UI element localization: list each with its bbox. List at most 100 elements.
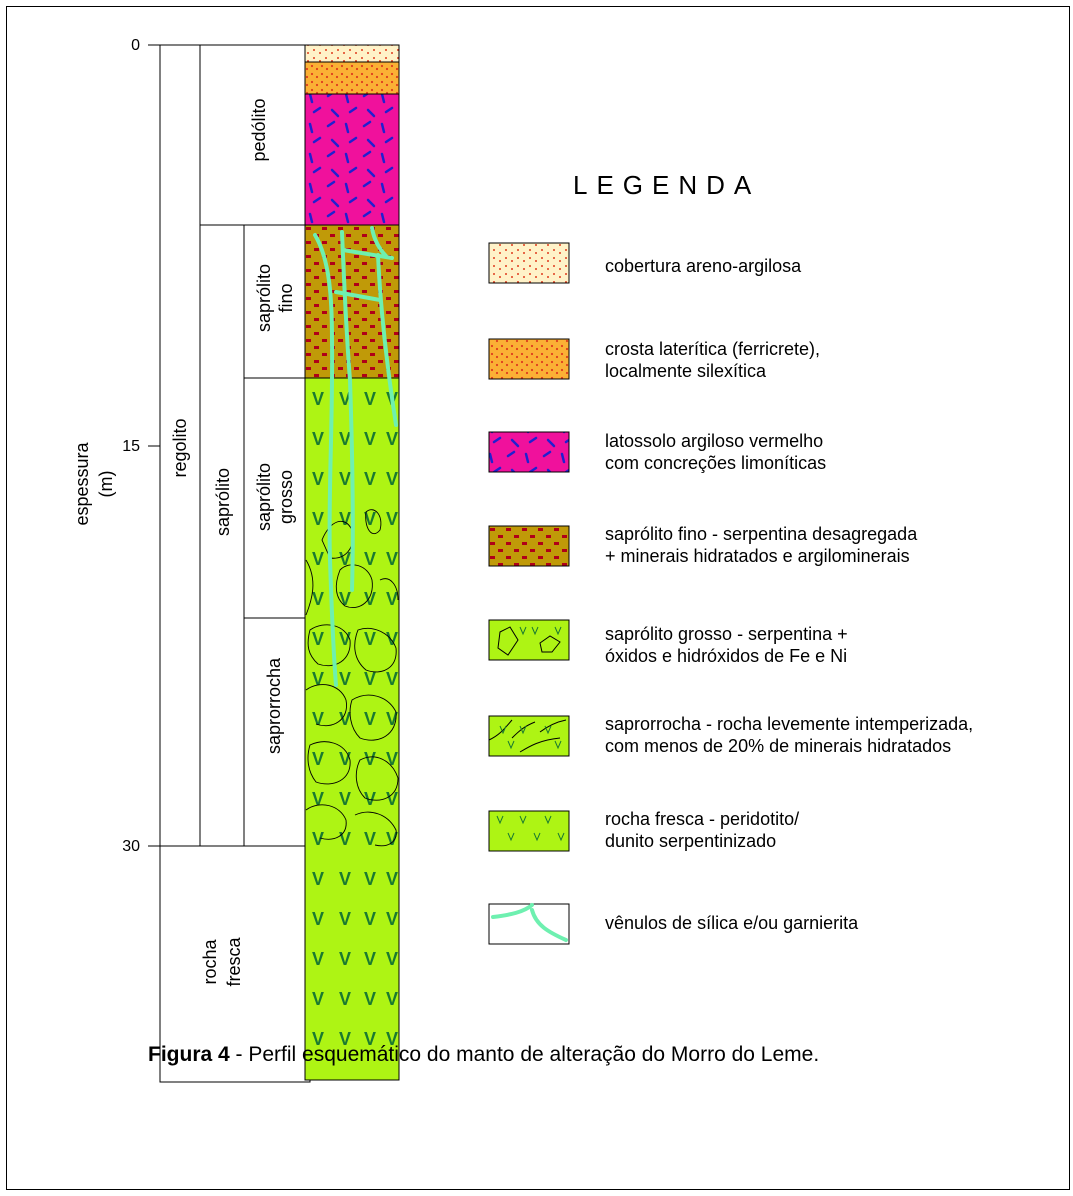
legend-line: saprorrocha - rocha levemente intemperiz… bbox=[605, 714, 974, 734]
v-mark: V bbox=[312, 429, 324, 449]
v-mark: V bbox=[312, 669, 324, 689]
v-mark: V bbox=[312, 709, 324, 729]
tick-0: 0 bbox=[131, 37, 140, 54]
legend-text-crosta: crosta laterítica (ferricrete), localmen… bbox=[605, 338, 820, 382]
v-mark: V bbox=[386, 589, 398, 609]
layer-crosta bbox=[304, 61, 400, 95]
label-pedolito: pedólito bbox=[249, 98, 269, 161]
swatch-cobertura bbox=[488, 242, 570, 284]
tick-15: 15 bbox=[122, 438, 140, 455]
label-saprolito: saprólito bbox=[213, 468, 233, 536]
v-mark: V bbox=[339, 709, 351, 729]
legend-line: crosta laterítica (ferricrete), bbox=[605, 339, 821, 359]
v-mark: V bbox=[312, 749, 324, 769]
v-mark: V bbox=[386, 869, 398, 889]
legend-line: óxidos e hidróxidos de Fe e Ni bbox=[605, 646, 848, 666]
fracture-line bbox=[305, 559, 314, 616]
legend-line: + minerais hidratados e argilominerais bbox=[605, 546, 910, 566]
v-mark: V bbox=[364, 509, 376, 529]
v-mark: V bbox=[364, 429, 376, 449]
v-mark: V bbox=[339, 589, 351, 609]
v-mark: V bbox=[312, 989, 324, 1009]
label-rocha-fresca-1: rocha bbox=[200, 939, 220, 985]
v-mark: V bbox=[312, 589, 324, 609]
v-mark: V bbox=[386, 949, 398, 969]
swatch-venulos bbox=[488, 903, 570, 945]
label-rocha-fresca-2: fresca bbox=[224, 937, 244, 987]
fracture-line bbox=[349, 694, 397, 741]
v-mark: V bbox=[364, 869, 376, 889]
v-mark: V bbox=[364, 949, 376, 969]
v-mark: V bbox=[312, 549, 324, 569]
label-saprorrocha: saprorrocha bbox=[264, 657, 284, 754]
swatch-latossolo bbox=[488, 431, 570, 473]
figure-caption: Figura 4 - Perfil esquemático do manto d… bbox=[148, 1043, 819, 1067]
classification-columns bbox=[159, 44, 311, 1083]
v-mark: V bbox=[312, 629, 324, 649]
legend-line: com menos de 20% de minerais hidratados bbox=[605, 736, 952, 756]
v-mark: V bbox=[312, 949, 324, 969]
v-mark: V bbox=[364, 749, 376, 769]
v-mark: V bbox=[364, 669, 376, 689]
legend-text-saprorrocha: saprorrocha - rocha levemente intemperiz… bbox=[605, 713, 973, 757]
swatch-crosta bbox=[488, 338, 570, 380]
v-mark: V bbox=[386, 509, 398, 529]
v-mark: V bbox=[339, 669, 351, 689]
v-mark: V bbox=[312, 869, 324, 889]
v-mark: V bbox=[364, 909, 376, 929]
swatch-saprolito-grosso bbox=[488, 619, 570, 661]
v-mark: V bbox=[312, 789, 324, 809]
label-saprolito-fino-1: saprólito bbox=[254, 264, 274, 332]
v-mark: V bbox=[339, 869, 351, 889]
caption-text: - Perfil esquemático do manto de alteraç… bbox=[229, 1043, 820, 1066]
legend-title: LEGENDA bbox=[573, 170, 761, 200]
v-mark: V bbox=[364, 1029, 376, 1049]
legend-line: latossolo argiloso vermelho bbox=[605, 431, 824, 451]
legend-text-saprolito-grosso: saprólito grosso - serpentina + óxidos e… bbox=[605, 623, 848, 667]
layer-cobertura bbox=[304, 44, 400, 63]
v-mark: V bbox=[312, 469, 324, 489]
v-mark: V bbox=[386, 429, 398, 449]
v-mark: V bbox=[312, 909, 324, 929]
fracture-line bbox=[335, 564, 373, 608]
v-mark: V bbox=[386, 549, 398, 569]
axis-label-espessura: espessura bbox=[72, 441, 92, 525]
fracture-line bbox=[354, 811, 397, 847]
v-mark: V bbox=[339, 989, 351, 1009]
v-mark: V bbox=[339, 1029, 351, 1049]
v-mark: V bbox=[364, 589, 376, 609]
v-mark: V bbox=[386, 989, 398, 1009]
v-mark: V bbox=[339, 909, 351, 929]
v-mark: V bbox=[364, 469, 376, 489]
fracture-line bbox=[305, 804, 347, 840]
swatch-rocha-fresca bbox=[488, 810, 570, 852]
legend-line: rocha fresca - peridotito/ bbox=[605, 809, 800, 829]
figure-frame bbox=[6, 6, 1070, 1190]
legend-text-cobertura: cobertura areno-argilosa bbox=[605, 255, 801, 277]
legend-text-rocha-fresca: rocha fresca - peridotito/ dunito serpen… bbox=[605, 808, 799, 852]
swatch-saprorrocha bbox=[488, 715, 570, 757]
tick-30: 30 bbox=[122, 838, 140, 855]
v-mark: V bbox=[339, 429, 351, 449]
label-regolito: regolito bbox=[170, 418, 190, 477]
fracture-line bbox=[365, 509, 382, 535]
v-mark: V bbox=[386, 629, 398, 649]
v-mark: V bbox=[339, 949, 351, 969]
label-saprolito-fino-2: fino bbox=[276, 283, 296, 312]
legend-line: vênulos de sílica e/ou garnierita bbox=[605, 913, 859, 933]
v-mark: V bbox=[339, 629, 351, 649]
legend-line: dunito serpentinizado bbox=[605, 831, 777, 851]
v-mark: V bbox=[386, 469, 398, 489]
axis-label-unit: (m) bbox=[96, 471, 116, 498]
v-mark: V bbox=[339, 549, 351, 569]
legend-line: saprólito fino - serpentina desagregada bbox=[605, 524, 918, 544]
fracture-line bbox=[354, 628, 397, 673]
v-mark: V bbox=[364, 389, 376, 409]
v-mark: V bbox=[364, 829, 376, 849]
fracture-line bbox=[307, 741, 351, 785]
fracture-line bbox=[355, 756, 399, 801]
legend-line: cobertura areno-argilosa bbox=[605, 256, 802, 276]
